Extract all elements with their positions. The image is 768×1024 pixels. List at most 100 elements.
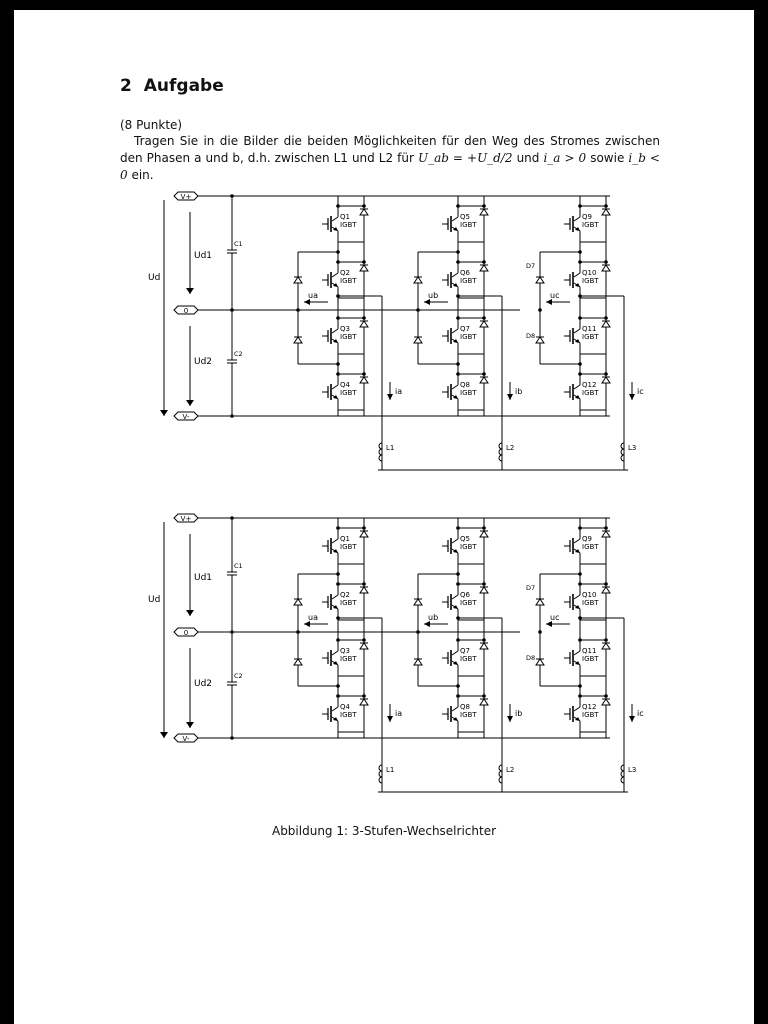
emitter-arrow (575, 283, 580, 287)
ud1-label: Ud1 (194, 573, 212, 583)
junction-dot (456, 694, 460, 698)
junction-dot (362, 204, 366, 208)
switch-label: Q6 (460, 591, 471, 599)
task-text-part2: und (512, 151, 544, 165)
junction-dot (482, 372, 486, 376)
diode-triangle (479, 698, 489, 706)
emitter-arrow (333, 661, 338, 665)
diode (359, 698, 369, 706)
phase-current-label: ib (515, 387, 522, 396)
junction-dot (578, 572, 582, 576)
emitter-arrow (333, 549, 338, 553)
wire (331, 272, 339, 278)
switch-label: Q2 (340, 591, 350, 599)
junction-dot (362, 582, 366, 586)
wire (451, 216, 459, 222)
switch-label: Q4 (340, 703, 351, 711)
junction-dot (578, 372, 582, 376)
switch-gap (457, 320, 460, 352)
junction-dot (604, 260, 608, 264)
terminal-label: 0 (184, 629, 188, 637)
junction-dot (362, 694, 366, 698)
junction-dot (482, 582, 486, 586)
terminal-label: V- (183, 413, 190, 421)
diode-triangle (479, 208, 489, 216)
terminal-label: V+ (181, 193, 192, 201)
diode-triangle (359, 376, 369, 384)
junction-dot (456, 250, 460, 254)
junction-dot (336, 572, 340, 576)
capacitor-label: C2 (234, 672, 243, 680)
clamp-diode (535, 276, 545, 284)
diode-triangle (535, 598, 545, 606)
emitter-arrow (575, 549, 580, 553)
junction-dot (336, 684, 340, 688)
diode (479, 642, 489, 650)
junction-dot (456, 362, 460, 366)
task-text-part4: ein. (127, 168, 154, 182)
phase-current-label: ia (395, 387, 402, 396)
switch-type-label: IGBT (582, 711, 599, 719)
junction-dot (416, 630, 420, 634)
terminal-box (173, 733, 199, 743)
junction-dot (336, 250, 340, 254)
switch-type-label: IGBT (460, 655, 477, 663)
diode-triangle (359, 530, 369, 538)
diode (359, 642, 369, 650)
wire (573, 272, 581, 278)
emitter-arrow (453, 605, 458, 609)
document-page: 2 Aufgabe (8 Punkte) Tragen Sie in die B… (14, 10, 754, 1024)
ud1-label: Ud1 (194, 251, 212, 261)
switch-label: Q6 (460, 269, 471, 277)
diode (601, 320, 611, 328)
diode (479, 530, 489, 538)
diode-triangle (535, 658, 545, 666)
junction-dot (336, 260, 340, 264)
inductor-coil (498, 764, 503, 784)
junction-dot (336, 372, 340, 376)
junction-dot (604, 204, 608, 208)
junction-dot (456, 316, 460, 320)
inductor: L3 (620, 442, 636, 462)
emitter-arrow (453, 661, 458, 665)
wire (451, 650, 459, 656)
junction-dot (362, 526, 366, 530)
switch-type-label: IGBT (582, 221, 599, 229)
diode (601, 208, 611, 216)
wire (573, 594, 581, 600)
ud-arrowhead (160, 410, 168, 416)
emitter-arrow (575, 339, 580, 343)
diode-label: D7 (526, 262, 535, 270)
terminal-label: 0 (184, 307, 188, 315)
wire (331, 216, 339, 222)
current-arrowhead (629, 716, 635, 722)
ud1-arrowhead (186, 288, 194, 294)
clamp-diode (293, 276, 303, 284)
junction-dot (482, 694, 486, 698)
phase-current-label: ib (515, 709, 522, 718)
wire (451, 594, 459, 600)
clamp-diode (413, 336, 423, 344)
diode (359, 320, 369, 328)
emitter-arrow (575, 661, 580, 665)
junction-dot (336, 638, 340, 642)
wire (573, 328, 581, 334)
switch-label: Q12 (582, 381, 596, 389)
diode-triangle (601, 586, 611, 594)
inductor-coil (378, 764, 383, 784)
clamp-diode (535, 598, 545, 606)
diode (601, 264, 611, 272)
terminal-box (173, 627, 199, 637)
phase-voltage-arrowhead (424, 621, 430, 627)
diode (479, 320, 489, 328)
diode-triangle (601, 642, 611, 650)
switch-type-label: IGBT (460, 599, 477, 607)
switch-type-label: IGBT (582, 333, 599, 341)
junction-dot (230, 414, 234, 418)
